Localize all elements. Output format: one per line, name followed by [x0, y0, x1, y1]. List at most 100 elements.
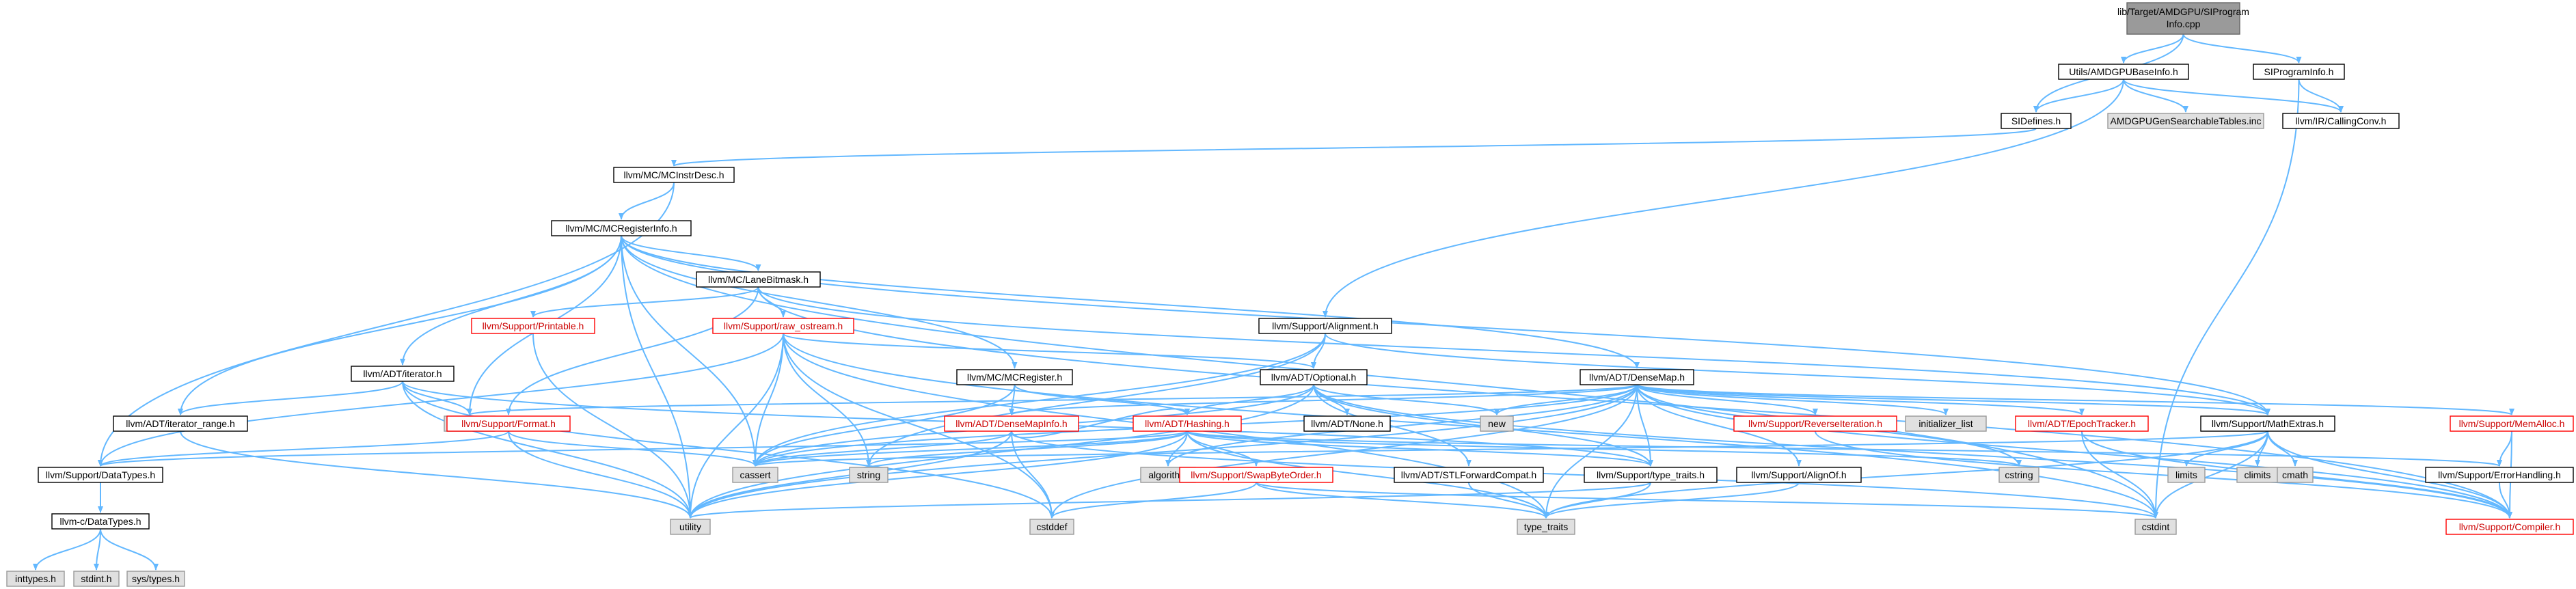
node-label: llvm/Support/SwapByteOrder.h	[1191, 469, 1321, 480]
node-box	[126, 571, 185, 587]
node-densemapinfo[interactable]: llvm/ADT/DenseMapInfo.h	[944, 415, 1079, 432]
node-iterator[interactable]: llvm/ADT/iterator.h	[351, 366, 455, 382]
node-box	[2167, 467, 2206, 483]
node-root[interactable]: lib/Target/AMDGPU/SIProgramInfo.cpp	[2117, 2, 2249, 35]
node-format[interactable]: llvm/Support/Format.h	[446, 415, 571, 432]
node-box	[670, 519, 711, 535]
node-box	[1580, 369, 1694, 385]
edge-printable-to-utility	[532, 333, 693, 519]
node-cstddef: cstddef	[1029, 519, 1074, 535]
node-label: llvm/ADT/None.h	[1311, 418, 1383, 429]
node-sidefines[interactable]: SIDefines.h	[2001, 113, 2072, 129]
node-cdatatypes[interactable]: llvm-c/DataTypes.h	[51, 513, 150, 530]
node-box	[1480, 415, 1514, 432]
node-box	[2107, 113, 2264, 129]
node-densemap[interactable]: llvm/ADT/DenseMap.h	[1580, 369, 1694, 385]
node-box	[2253, 64, 2345, 80]
node-label: llvm/Support/Printable.h	[483, 320, 584, 331]
node-box	[2200, 415, 2335, 432]
edge-densemapinfo-to-cassert	[753, 430, 1012, 467]
edge-mcregisterinfo-to-iterator	[400, 235, 622, 366]
node-optional[interactable]: llvm/ADT/Optional.h	[1260, 369, 1368, 385]
edge-reverseiteration-to-compiler	[1815, 430, 2512, 519]
node-limits: limits	[2167, 467, 2206, 483]
node-new: new	[1480, 415, 1514, 432]
node-callingconv[interactable]: llvm/IR/CallingConv.h	[2282, 113, 2400, 129]
node-amdgpugen: AMDGPUGenSearchableTables.inc	[2107, 113, 2264, 129]
node-stlforwardcompat[interactable]: llvm/ADT/STLForwardCompat.h	[1394, 467, 1544, 483]
node-amdgpubaseinfo[interactable]: Utils/AMDGPUBaseInfo.h	[2058, 64, 2189, 80]
node-box	[696, 271, 821, 288]
node-reverseiteration[interactable]: llvm/Support/ReverseIteration.h	[1733, 415, 1897, 432]
edge-densemap-to-alignof	[1636, 384, 1802, 467]
node-mcregisterinfo[interactable]: llvm/MC/MCRegisterInfo.h	[551, 220, 692, 236]
node-label: llvm/ADT/iterator.h	[363, 368, 442, 379]
edge-optional-to-hashing	[1184, 384, 1314, 415]
node-label: new	[1488, 418, 1506, 429]
edge-densemap-to-new	[1494, 384, 1638, 415]
node-box	[38, 467, 163, 483]
node-box	[471, 318, 595, 334]
node-rawostream[interactable]: llvm/Support/raw_ostream.h	[712, 318, 854, 334]
node-label: stdint.h	[81, 573, 111, 584]
node-label: llvm/ADT/DenseMap.h	[1589, 372, 1685, 383]
node-box	[113, 415, 248, 432]
node-box	[1584, 467, 1718, 483]
node-label: SIDefines.h	[2011, 115, 2061, 126]
node-typetraits: type_traits	[1517, 519, 1575, 535]
node-alignment[interactable]: llvm/Support/Alignment.h	[1258, 318, 1392, 334]
edge-mathextras-to-climits	[2255, 430, 2268, 467]
node-label: initializer_list	[1919, 418, 1972, 429]
edge-rawostream-to-string	[783, 333, 871, 467]
node-label: llvm/Support/Compiler.h	[2459, 521, 2561, 532]
node-box	[6, 571, 65, 587]
node-mathextras[interactable]: llvm/Support/MathExtras.h	[2200, 415, 2335, 432]
node-memalloc[interactable]: llvm/Support/MemAlloc.h	[2450, 415, 2574, 432]
node-box	[1736, 467, 1862, 483]
edge-mcregister-to-cassert	[753, 384, 1016, 467]
edge-iterator-to-iteratorrange	[178, 381, 403, 415]
node-typetraitsh[interactable]: llvm/Support/type_traits.h	[1584, 467, 1718, 483]
node-box	[1733, 415, 1897, 432]
node-alignof[interactable]: llvm/Support/AlignOf.h	[1736, 467, 1862, 483]
node-adtnone[interactable]: llvm/ADT/None.h	[1303, 415, 1391, 432]
node-hashing[interactable]: llvm/ADT/Hashing.h	[1133, 415, 1242, 432]
node-iteratorrange[interactable]: llvm/ADT/iterator_range.h	[113, 415, 248, 432]
node-lanebitmask[interactable]: llvm/MC/LaneBitmask.h	[696, 271, 821, 288]
edge-alignof-to-typetraits	[1543, 482, 1800, 519]
edge-iterator-to-cstddef	[402, 381, 1055, 519]
node-compiler[interactable]: llvm/Support/Compiler.h	[2445, 519, 2574, 535]
edge-amdgpubaseinfo-to-sidefines	[2033, 79, 2124, 113]
node-mcinstrdesc[interactable]: llvm/MC/MCInstrDesc.h	[613, 167, 735, 183]
node-box	[73, 571, 120, 587]
edge-typetraitsh-to-typetraits	[1543, 482, 1651, 519]
node-datatypes[interactable]: llvm/Support/DataTypes.h	[38, 467, 163, 483]
edge-densemap-to-densemapinfo	[1009, 384, 1638, 415]
node-label: llvm/Support/ReverseIteration.h	[1748, 418, 1882, 429]
edge-hashing-to-algorithm	[1165, 430, 1188, 467]
node-box	[551, 220, 692, 236]
node-box	[849, 467, 889, 483]
edge-siprograminfo-to-cstdint	[2153, 79, 2300, 519]
edge-epochtracker-to-cstdint	[2081, 430, 2158, 519]
node-cstdint: cstdint	[2134, 519, 2177, 535]
node-box	[2134, 519, 2177, 535]
edge-swapbyteorder-to-typetraits	[1256, 482, 1549, 519]
node-swapbyteorder[interactable]: llvm/Support/SwapByteOrder.h	[1179, 467, 1333, 483]
edge-hashing-to-cassert	[753, 430, 1188, 467]
node-epochtracker[interactable]: llvm/ADT/EpochTracker.h	[2015, 415, 2149, 432]
edge-densemap-to-iteratorstd	[467, 384, 1638, 415]
node-cmath: cmath	[2277, 467, 2314, 483]
edge-densemapinfo-to-cstddef	[1011, 430, 1055, 519]
node-siprograminfo[interactable]: SIProgramInfo.h	[2253, 64, 2345, 80]
node-printable[interactable]: llvm/Support/Printable.h	[471, 318, 595, 334]
node-errorhandling[interactable]: llvm/Support/ErrorHandling.h	[2425, 467, 2574, 483]
edge-root-to-amdgpubaseinfo	[2121, 33, 2184, 64]
node-box	[1517, 519, 1575, 535]
node-box	[1258, 318, 1392, 334]
edge-optional-to-stlforwardcompat	[1313, 384, 1472, 467]
node-label: Utils/AMDGPUBaseInfo.h	[2069, 66, 2178, 77]
edge-cdatatypes-to-stdinth	[94, 528, 101, 571]
node-mcregister[interactable]: llvm/MC/MCRegister.h	[956, 369, 1073, 385]
node-box	[1260, 369, 1368, 385]
